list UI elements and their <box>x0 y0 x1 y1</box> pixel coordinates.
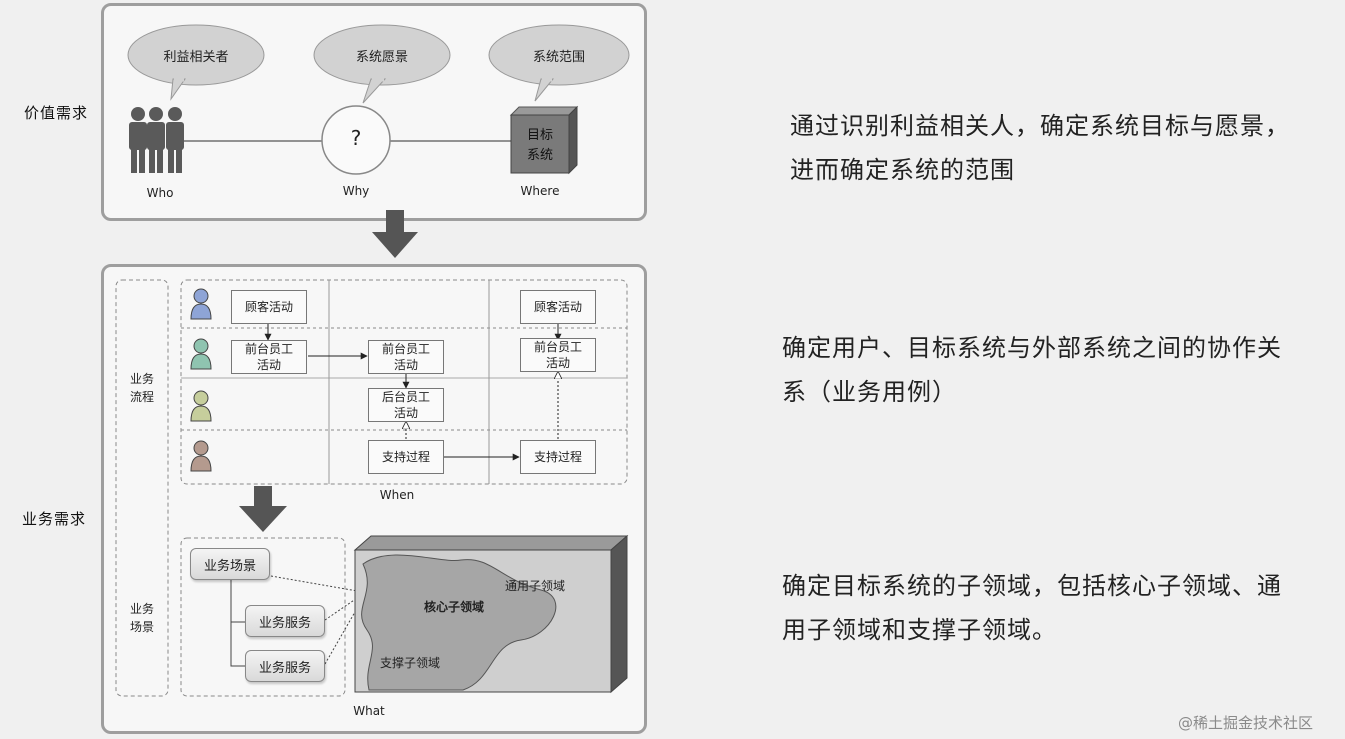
down-arrow-icon <box>372 210 418 258</box>
front-staff-activity-3: 前台员工 活动 <box>520 338 596 372</box>
support-process-1: 支持过程 <box>368 440 444 474</box>
watermark: @稀土掘金技术社区 <box>1178 714 1314 732</box>
supporting-subdomain-label: 支撑子领域 <box>380 656 441 670</box>
what-label: What <box>353 704 385 718</box>
bottom-diagram <box>115 279 629 697</box>
domain-box <box>353 534 629 694</box>
top-diagram <box>127 24 630 175</box>
scene-label: 业务 场景 <box>129 602 154 634</box>
bubble-stakeholders-label: 利益相关者 <box>163 50 229 65</box>
who-label: Who <box>146 186 174 200</box>
customer-activity-1: 顾客活动 <box>231 290 307 324</box>
support-process-2: 支持过程 <box>520 440 596 474</box>
target-system-label: 目标 系统 <box>526 128 553 163</box>
bubble-vision-label: 系统愿景 <box>355 50 408 65</box>
business-scenario-box: 业务场景 <box>190 548 270 580</box>
business-requirements-label: 业务需求 <box>22 510 87 528</box>
question-circle <box>321 105 391 175</box>
back-staff-person-icon <box>190 390 212 422</box>
note-process: 确定用户、目标系统与外部系统之间的协作关 系（业务用例） <box>782 334 1282 406</box>
front-staff-person-icon <box>190 338 212 370</box>
front-staff-activity-2: 前台员工 活动 <box>368 340 444 374</box>
speech-bubble-vision <box>313 24 451 104</box>
core-subdomain-label: 核心子领域 <box>424 600 485 614</box>
speech-bubble-stakeholders <box>127 24 265 101</box>
stakeholders-people-icon <box>129 107 184 173</box>
business-service-box-2: 业务服务 <box>245 650 325 682</box>
speech-bubble-scope <box>488 24 630 102</box>
back-staff-activity: 后台员工 活动 <box>368 388 444 422</box>
note-value: 通过识别利益相关人，确定系统目标与愿景， 进而确定系统的范围 <box>790 112 1290 184</box>
generic-subdomain-label: 通用子领域 <box>505 579 566 593</box>
question-mark: ? <box>350 126 362 150</box>
business-service-box-1: 业务服务 <box>245 605 325 637</box>
customer-person-icon <box>190 288 212 320</box>
small-down-arrow-icon <box>239 486 287 532</box>
bubble-scope-label: 系统范围 <box>532 50 585 65</box>
target-system-cube-icon <box>509 105 579 175</box>
value-requirements-label: 价值需求 <box>24 104 89 122</box>
why-label: Why <box>342 184 370 198</box>
front-staff-activity-1: 前台员工 活动 <box>231 340 307 374</box>
support-person-icon <box>190 440 212 472</box>
core-subdomain-shape <box>361 554 557 691</box>
note-domain: 确定目标系统的子领域，包括核心子领域、通 用子领域和支撑子领域。 <box>782 572 1282 644</box>
process-label: 业务 流程 <box>129 372 154 404</box>
when-label: When <box>379 488 415 502</box>
customer-activity-2: 顾客活动 <box>520 290 596 324</box>
where-label: Where <box>520 184 560 198</box>
